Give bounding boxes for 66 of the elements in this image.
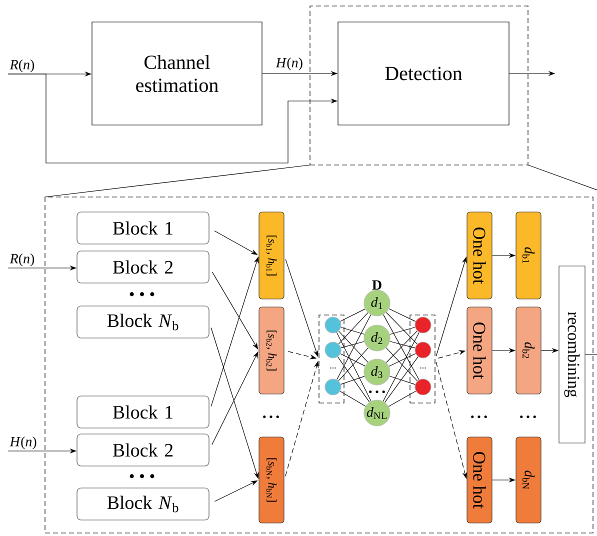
process-box: Detection [338, 22, 510, 126]
connector-line [336, 314, 372, 380]
feature-box: [s$_{bN}$, h$_{bN}$] [258, 436, 284, 524]
connector-line [383, 314, 420, 380]
edge-label: H(n) [274, 56, 304, 72]
connector-line [338, 312, 368, 344]
ellipsis: ... [420, 367, 426, 369]
connector-line [336, 332, 372, 402]
ellipsis: • • • [471, 416, 487, 418]
connector-line [337, 356, 370, 402]
neuron-circle [414, 342, 432, 358]
block-box: Block N$_{b}$ [76, 488, 210, 520]
connector-line [384, 356, 418, 403]
layer-label: D [372, 280, 382, 290]
connector-line [340, 308, 366, 322]
output-box: d$_{b2}$ [516, 306, 542, 394]
connector-line [340, 341, 364, 348]
connector-line [386, 312, 418, 344]
output-box: d$_{b1}$ [516, 212, 542, 300]
block-box: Block 2 [76, 434, 210, 466]
connector-line [390, 341, 416, 348]
input-layer-box [318, 314, 344, 404]
ellipsis: • • • [520, 416, 536, 418]
connector-line [585, 354, 597, 355]
neuron-circle [414, 316, 432, 334]
feature-box: [s$_{b2}$, h$_{b2}$] [258, 306, 284, 394]
process-box: Channel estimation [92, 22, 262, 126]
signal-label: H(n) [10, 436, 36, 450]
connector-line [386, 330, 418, 363]
ellipsis: • • • [130, 292, 154, 296]
ellipsis: • • • [130, 474, 154, 478]
neuron-circle [324, 316, 342, 334]
one-hot-box: One hot [466, 212, 492, 300]
connector-line [338, 330, 368, 363]
connector-line [338, 348, 368, 382]
neuron-circle [414, 378, 432, 396]
block-box: Block 1 [76, 212, 210, 244]
ellipsis: • • • [263, 416, 279, 418]
output-box: d$_{bN}$ [516, 436, 542, 524]
detail-region [44, 196, 594, 534]
connector-line [340, 376, 365, 385]
connector-line [390, 326, 416, 335]
neuron-circle [324, 342, 342, 358]
ellipsis: • • • [369, 390, 385, 394]
one-hot-box: One hot [466, 306, 492, 394]
feature-box: [s$_{b1}$, h$_{b1}$] [258, 212, 284, 300]
connector-line [340, 353, 366, 366]
block-box: Block 2 [76, 250, 210, 284]
neuron-circle [324, 378, 342, 396]
connector-line [340, 390, 366, 407]
connector-line [386, 347, 418, 382]
zoom-region [310, 6, 528, 166]
block-box: Block N$_{b}$ [76, 306, 210, 338]
connector-line [382, 332, 420, 402]
signal-label: R(n) [10, 60, 34, 72]
connector-line [340, 327, 365, 335]
connector-line [388, 308, 416, 322]
recombining-box: recombining [558, 266, 586, 444]
one-hot-box: One hot [466, 436, 492, 524]
connector-line [388, 390, 416, 407]
signal-label: R(n) [10, 254, 34, 266]
connector-line [389, 376, 416, 385]
connector-line [388, 353, 416, 367]
block-box: Block 1 [76, 396, 210, 428]
ellipsis: ... [330, 367, 336, 369]
output-layer-box [410, 314, 436, 404]
